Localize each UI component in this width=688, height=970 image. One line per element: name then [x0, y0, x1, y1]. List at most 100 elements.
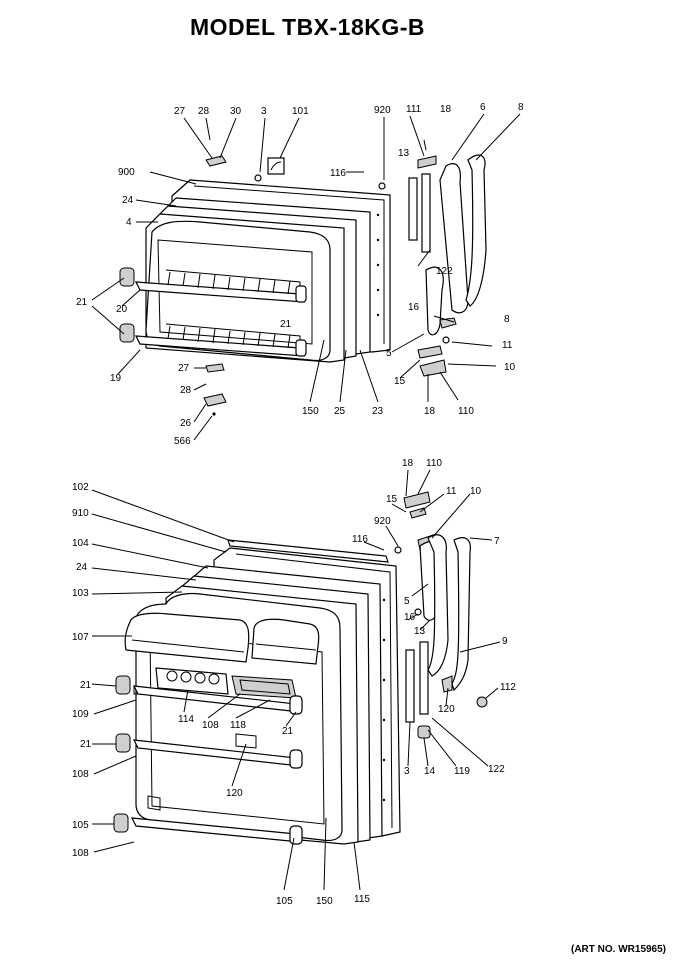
- callout: 13: [414, 626, 426, 637]
- callout: 5: [404, 596, 410, 607]
- part-16: [425, 266, 444, 336]
- handle-trim-8: [465, 154, 487, 307]
- callout: 104: [72, 538, 89, 549]
- callout: 21: [282, 726, 294, 737]
- art-number: (ART NO. WR15965): [571, 944, 667, 955]
- upper-leader-lines: [91, 113, 521, 441]
- callout: 23: [372, 406, 384, 417]
- part-110-low: [403, 491, 431, 509]
- callout: 119: [454, 766, 470, 777]
- part-101: [267, 157, 285, 175]
- trim-122: [421, 173, 431, 253]
- callout: 920: [374, 516, 391, 527]
- callout: 18: [440, 104, 452, 115]
- callout: 150: [316, 896, 333, 907]
- callout: 9: [502, 636, 508, 647]
- callout: 21: [76, 297, 88, 308]
- part-10: [417, 345, 443, 359]
- handle-6: [439, 163, 469, 314]
- callout: 910: [72, 508, 89, 519]
- lower-callouts: 18 110 15 11 10 102 920 910 116 7 104 24…: [72, 458, 516, 907]
- part-27-28: [205, 155, 227, 167]
- callout: 21: [80, 680, 92, 691]
- butter-door: [251, 618, 320, 665]
- callout: 112: [500, 682, 516, 693]
- part-27-low: [205, 363, 225, 373]
- callout: 25: [334, 406, 346, 417]
- retainer-105: [113, 813, 129, 833]
- part-120-clip: [235, 733, 257, 749]
- part-3: [254, 174, 262, 182]
- callout: 105: [72, 820, 89, 831]
- callout: 18: [402, 458, 414, 469]
- callout: 16: [404, 612, 416, 623]
- callout: 15: [394, 376, 406, 387]
- callout: 116: [352, 534, 368, 545]
- retainer-21-upper: [115, 675, 131, 695]
- callout: 20: [116, 304, 128, 315]
- trim-14: [419, 641, 429, 715]
- part-920-low: [394, 546, 402, 554]
- callout: 122: [488, 764, 505, 775]
- lower-leader-lines: [91, 469, 501, 891]
- dairy-door-107: [124, 612, 250, 663]
- callout: 21: [280, 319, 292, 330]
- callout: 26: [180, 418, 192, 429]
- part-8-lower: [439, 317, 457, 329]
- hinge-111: [417, 155, 437, 169]
- callout: 5: [386, 348, 392, 359]
- callout: 4: [126, 217, 132, 228]
- callout: 118: [230, 720, 246, 731]
- callout: 108: [202, 720, 219, 731]
- callout: 16: [408, 302, 420, 313]
- callout: 101: [292, 106, 309, 117]
- callout: 10: [504, 362, 516, 373]
- retainer-21-lower: [115, 733, 131, 753]
- callout: 107: [72, 632, 89, 643]
- callout: 8: [504, 314, 510, 325]
- callout: 110: [458, 406, 474, 417]
- callout: 28: [198, 106, 210, 117]
- part-26: [203, 393, 227, 407]
- part-119: [417, 725, 431, 739]
- callout: 115: [354, 894, 370, 905]
- callout: 110: [426, 458, 442, 469]
- callout: 11: [502, 340, 513, 351]
- shelf-retainer-lower: [119, 323, 135, 343]
- callout: 109: [72, 709, 89, 720]
- callout: 900: [118, 167, 135, 178]
- freezer-door-assembly: [119, 154, 487, 416]
- page-title: MODEL TBX-18KG-B: [190, 14, 426, 40]
- callout: 30: [230, 106, 242, 117]
- fresh-food-door-assembly: [113, 491, 488, 845]
- trim-3: [405, 649, 415, 723]
- callout: 114: [178, 714, 194, 725]
- callout: 10: [470, 486, 482, 497]
- callout: 27: [174, 106, 186, 117]
- part-112: [476, 696, 488, 708]
- callout: 27: [178, 363, 190, 374]
- callout: 3: [404, 766, 410, 777]
- callout: 6: [480, 102, 486, 113]
- part-110: [419, 359, 447, 377]
- callout: 920: [374, 105, 391, 116]
- callout: 566: [174, 436, 191, 447]
- callout: 15: [386, 494, 398, 505]
- callout: 18: [424, 406, 436, 417]
- part-11: [442, 336, 450, 344]
- callout: 105: [276, 896, 293, 907]
- trim-102: [227, 539, 389, 563]
- callout: 120: [438, 704, 455, 715]
- callout: 14: [424, 766, 436, 777]
- callout: 13: [398, 148, 410, 159]
- shelf-retainer-upper: [119, 267, 135, 287]
- callout: 108: [72, 769, 89, 780]
- callout: 7: [494, 536, 500, 547]
- handle-trim-9: [451, 537, 471, 692]
- callout: 116: [330, 168, 346, 179]
- callout: 111: [406, 104, 422, 115]
- callout: 28: [180, 385, 192, 396]
- upper-callouts: 27 28 30 3 101 920 111 18 6 8 900 116 13…: [76, 102, 524, 447]
- callout: 24: [122, 195, 134, 206]
- egg-tray-114: [155, 667, 229, 695]
